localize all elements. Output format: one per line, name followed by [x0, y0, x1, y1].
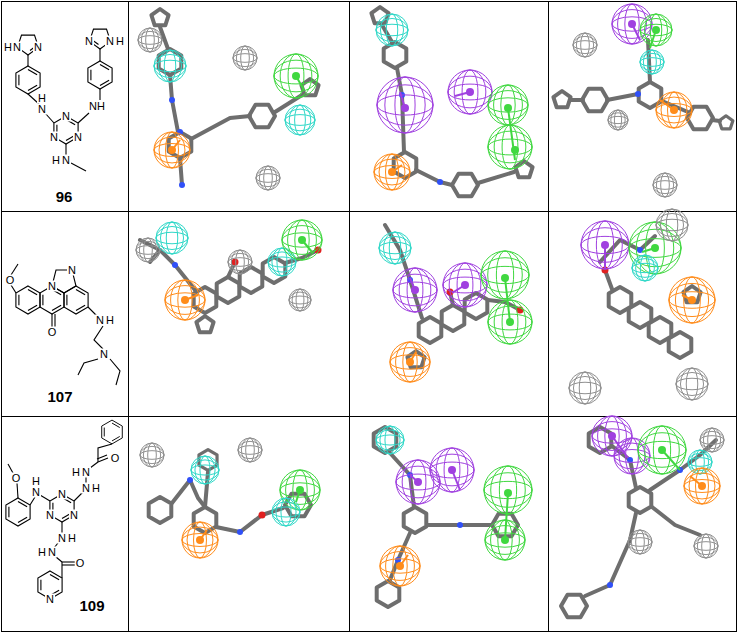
atom-label: N [95, 315, 105, 326]
atom-label: H [3, 42, 13, 53]
atom-label: N [49, 132, 59, 143]
structure-107 [11, 264, 120, 385]
atom-label: N [31, 487, 41, 498]
atom-label: N [57, 489, 67, 500]
atom-label: H [51, 155, 61, 166]
atom-caps [169, 91, 683, 588]
atom-label: O [11, 473, 22, 484]
atom-label: N [37, 104, 47, 115]
compound-number: 96 [53, 188, 76, 205]
pharmacophore-spheres [136, 4, 724, 586]
atom-label: N [45, 594, 55, 605]
atom-label: N [69, 510, 79, 521]
atom-label: N [61, 155, 71, 166]
atom-label: O [5, 275, 16, 286]
atom-label: N [73, 132, 83, 143]
atom-label: H [31, 476, 41, 487]
stick-models [140, 7, 733, 617]
atom-label: O [47, 327, 58, 338]
atom-label: N [47, 547, 57, 558]
structure-109 [6, 420, 122, 599]
compound-number: 109 [76, 597, 107, 614]
atom-label: N [45, 510, 55, 521]
feature-vectors [168, 20, 706, 570]
structure-96 [16, 29, 112, 171]
atom-label: O [110, 453, 121, 464]
atom-label: NH [88, 101, 106, 112]
atom-label: N [67, 265, 77, 276]
atom-label: H [67, 533, 77, 544]
atom-label: N [81, 483, 91, 494]
atom-label: H [37, 547, 47, 558]
atom-label: N [47, 281, 57, 292]
atom-label: N [84, 36, 94, 47]
atom-label: H [105, 315, 115, 326]
atom-label: H [37, 93, 47, 104]
atom-label: N [99, 349, 109, 360]
atom-label: O [75, 558, 86, 569]
atom-label: N [12, 42, 22, 53]
atom-label: N [105, 36, 115, 47]
compound-number: 107 [44, 388, 75, 405]
atom-label: N [57, 533, 67, 544]
atom-label: N [33, 42, 43, 53]
atom-label: N [61, 111, 71, 122]
atom-label: H [91, 483, 101, 494]
atom-label: H [115, 36, 125, 47]
atom-label: N [81, 467, 91, 478]
atom-label: H [71, 467, 81, 478]
